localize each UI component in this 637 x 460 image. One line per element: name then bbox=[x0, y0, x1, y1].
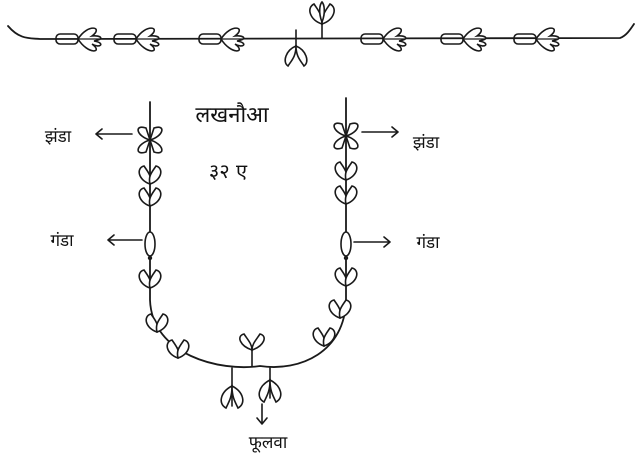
label-ganda-right: गंडा bbox=[416, 233, 440, 253]
diagram-title: लखनौआ bbox=[195, 102, 269, 128]
u-garland bbox=[138, 98, 358, 408]
border-center-flower bbox=[285, 2, 334, 66]
label-jhanda-left: झंडा bbox=[45, 127, 72, 147]
label-phulwa: फूलवा bbox=[249, 433, 288, 453]
leaf-pair-left bbox=[146, 314, 168, 332]
garland-string bbox=[150, 98, 346, 367]
ganda-bead-left bbox=[145, 232, 155, 260]
top-border-strip bbox=[8, 2, 634, 66]
diagram-number: ३२ ए bbox=[209, 159, 248, 183]
border-motif bbox=[441, 28, 486, 51]
phulwa-cluster bbox=[221, 334, 281, 408]
border-motif bbox=[514, 28, 559, 51]
leaf-pair-left bbox=[167, 340, 189, 358]
border-motif bbox=[361, 28, 406, 51]
ganda-bead-right bbox=[341, 232, 351, 260]
label-ganda-left: गंडा bbox=[50, 231, 74, 251]
label-jhanda-right: झंडा bbox=[413, 133, 440, 153]
leaf-pair-right bbox=[329, 300, 351, 318]
